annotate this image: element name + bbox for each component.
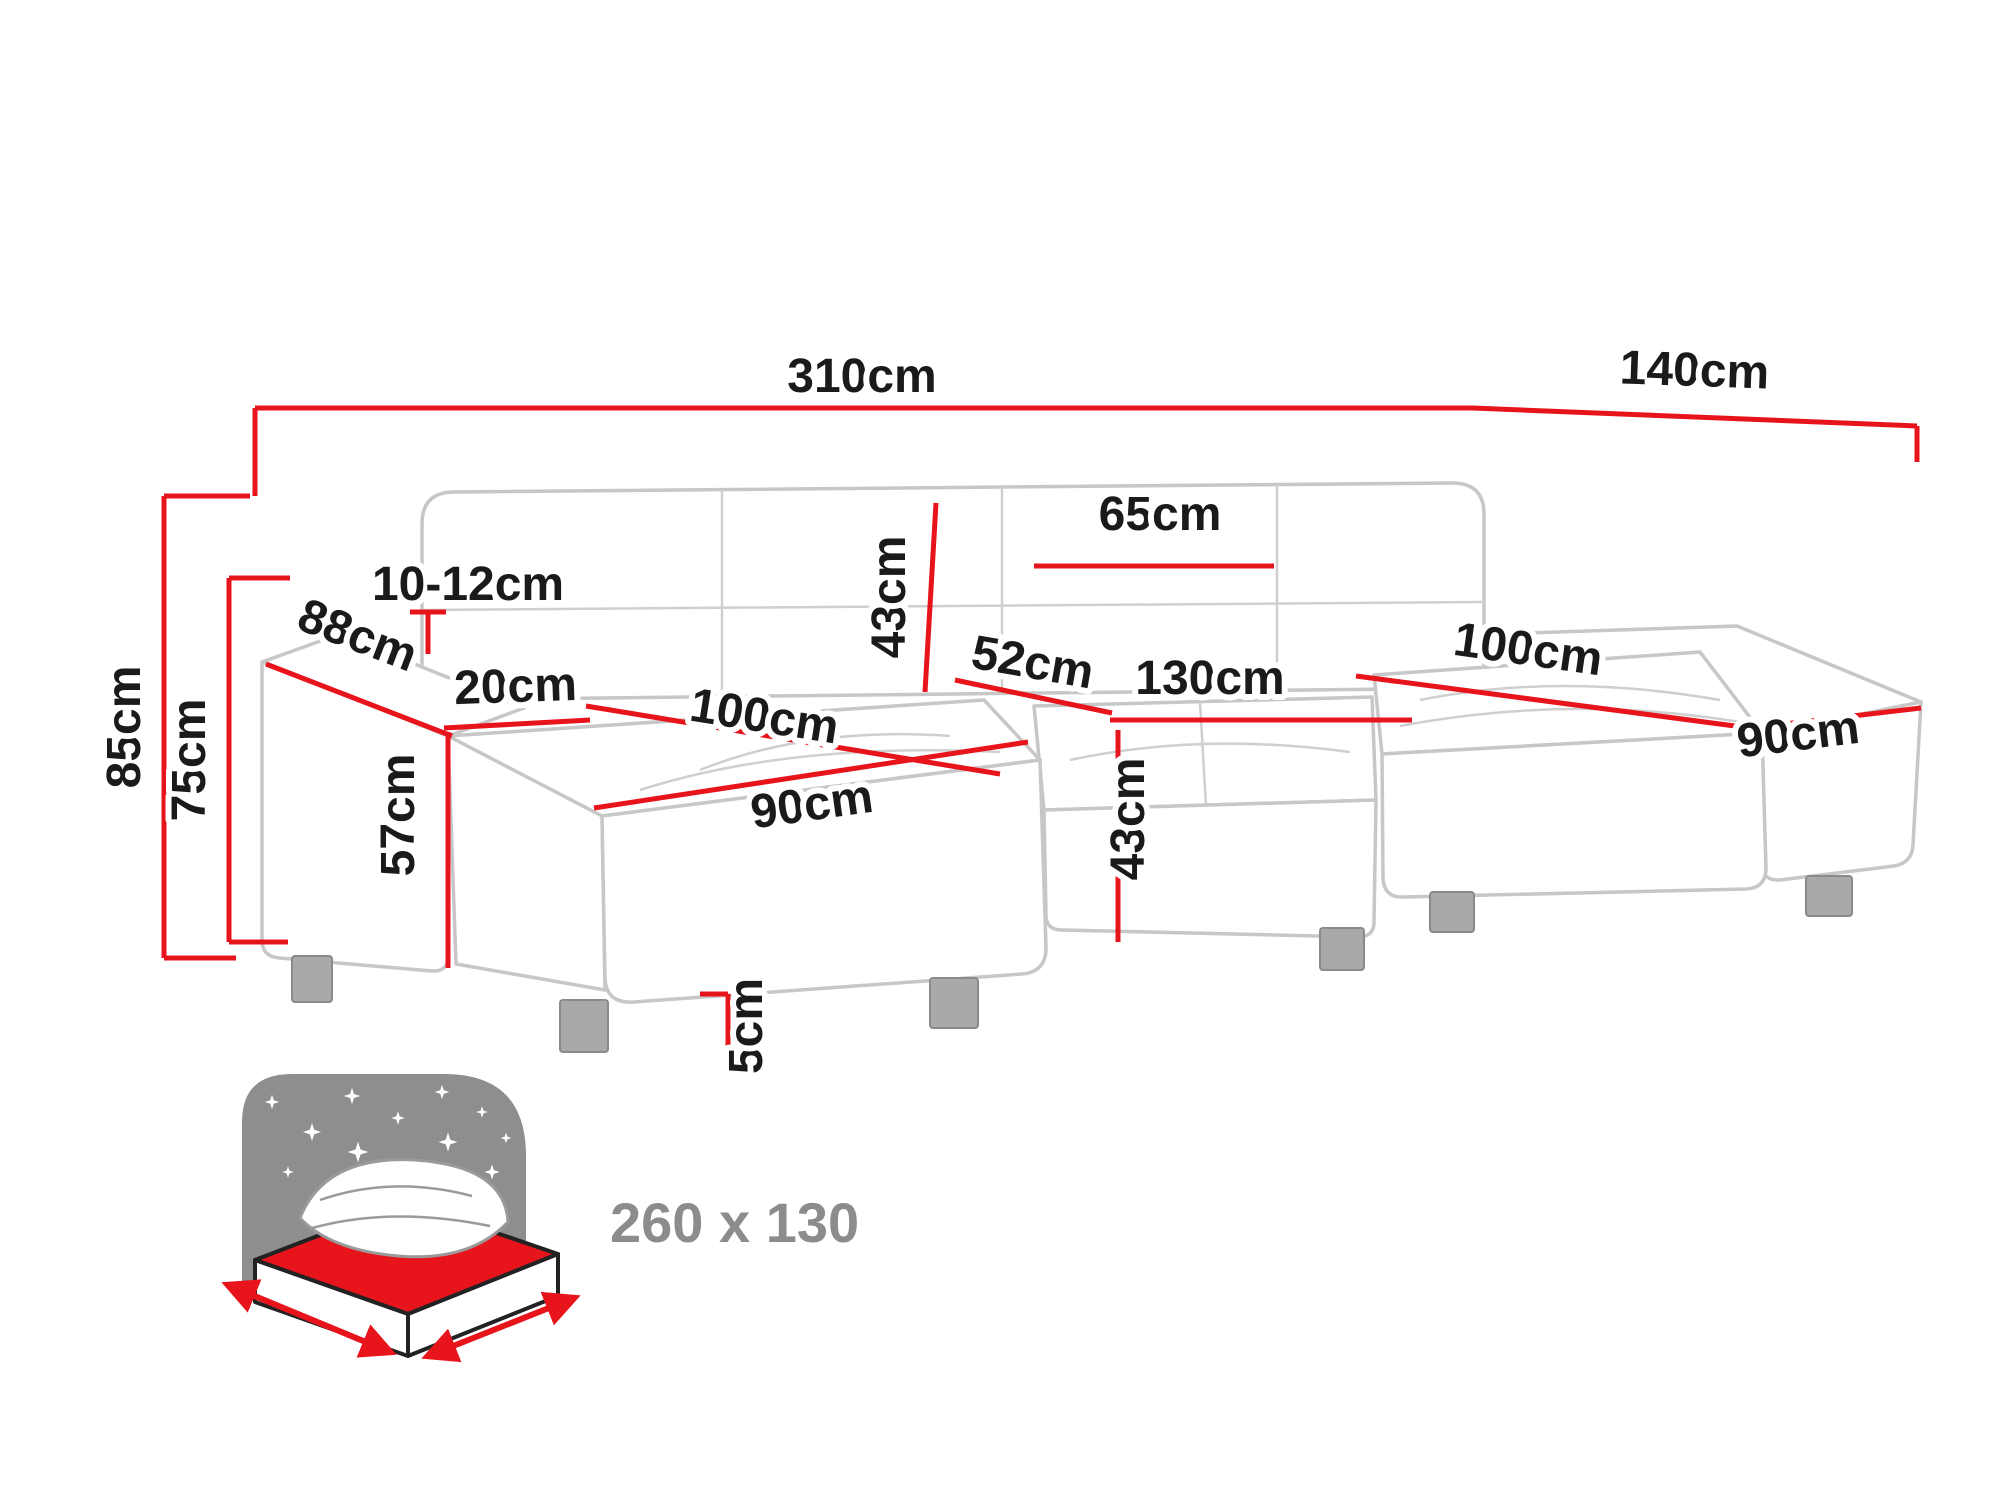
dimension-label: 90cm	[747, 770, 876, 840]
dimension-label: 85cm	[98, 666, 151, 789]
sofa-leg	[1319, 927, 1365, 971]
dimension-label: 20cm	[453, 658, 578, 715]
dimension-label: 75cm	[163, 699, 216, 822]
dimension-armrest-width: 20cm	[443, 652, 591, 731]
dimension-back-cushion-width: 65cm	[1034, 482, 1274, 569]
dimension-backrest-height: 43cm	[857, 502, 939, 693]
dimension-line	[1355, 673, 1751, 731]
dimension-label: 10-12cm	[372, 558, 564, 611]
dimension-line	[443, 717, 591, 731]
dimension-line	[1472, 405, 1920, 462]
dimension-total-height: 85cm	[92, 493, 250, 961]
dimensions: 310cm 140cm 85cm 75cm 10-12cm 88cm 20cm	[92, 335, 1922, 1080]
sofa-leg	[559, 999, 609, 1053]
dimension-label: 140cm	[1619, 341, 1770, 399]
sofa-right-chaise-front	[1380, 731, 1768, 899]
dimension-headrest-range: 10-12cm	[366, 552, 570, 654]
sofa-leg	[291, 955, 333, 1003]
dimension-label: 130cm	[1135, 652, 1284, 705]
sleeping-area-label: 260 x 130	[610, 1191, 859, 1254]
dimension-left-chaise-width: 90cm	[593, 739, 1029, 845]
dimension-backrest-total-height: 75cm	[157, 575, 290, 945]
sofa-left-chaise-cushion-lines	[639, 732, 1001, 792]
dimension-line	[410, 609, 446, 654]
duvet-shape	[298, 1158, 510, 1259]
dimension-label: 43cm	[1102, 758, 1155, 881]
dimension-label: 57cm	[372, 754, 425, 877]
dimension-seat-height: 43cm	[1096, 730, 1161, 942]
sofa-backrest-dividers	[421, 485, 1485, 695]
dimension-leg-height: 5cm	[700, 972, 779, 1080]
dimension-line	[265, 661, 453, 739]
dimension-middle-section-width: 130cm	[1110, 646, 1412, 723]
sofa-left-chaise-front	[600, 758, 1048, 1004]
dimension-label: 310cm	[787, 350, 936, 403]
dimension-line	[585, 703, 1001, 777]
dimension-seat-front-height: 57cm	[366, 732, 451, 968]
sofa-right-chaise-cushion-lines	[1399, 684, 1741, 728]
sofa-backrest	[420, 481, 1486, 702]
sofa-leg	[1429, 891, 1475, 933]
sofa-leg	[1805, 875, 1853, 917]
sofa-illustration	[260, 481, 1923, 1053]
duvet-fold-lines	[311, 1185, 491, 1230]
dimension-label: 5cm	[720, 978, 773, 1074]
dimension-line	[922, 502, 939, 693]
dimension-label: 43cm	[863, 536, 916, 659]
dimension-line	[1749, 705, 1922, 731]
sofa-left-chaise-side	[446, 734, 607, 992]
dimension-line	[700, 991, 731, 1052]
dimension-line	[226, 575, 290, 945]
dimension-total-depth: 140cm	[1472, 335, 1920, 462]
bed-width-arrow	[421, 1291, 581, 1363]
sofa-middle-front	[1042, 798, 1378, 939]
dimension-label: 65cm	[1099, 488, 1222, 541]
sleeping-function-icon: 260 x 130	[221, 1074, 859, 1363]
dimension-line	[161, 493, 250, 961]
bed-length-arrow	[221, 1279, 397, 1358]
dimension-total-width: 310cm	[252, 344, 1473, 496]
dimension-line	[252, 405, 1473, 496]
sofa-leg	[929, 977, 979, 1029]
dimension-line	[593, 739, 1029, 811]
sofa-legs	[291, 875, 1853, 1053]
dimension-line	[954, 677, 1113, 716]
